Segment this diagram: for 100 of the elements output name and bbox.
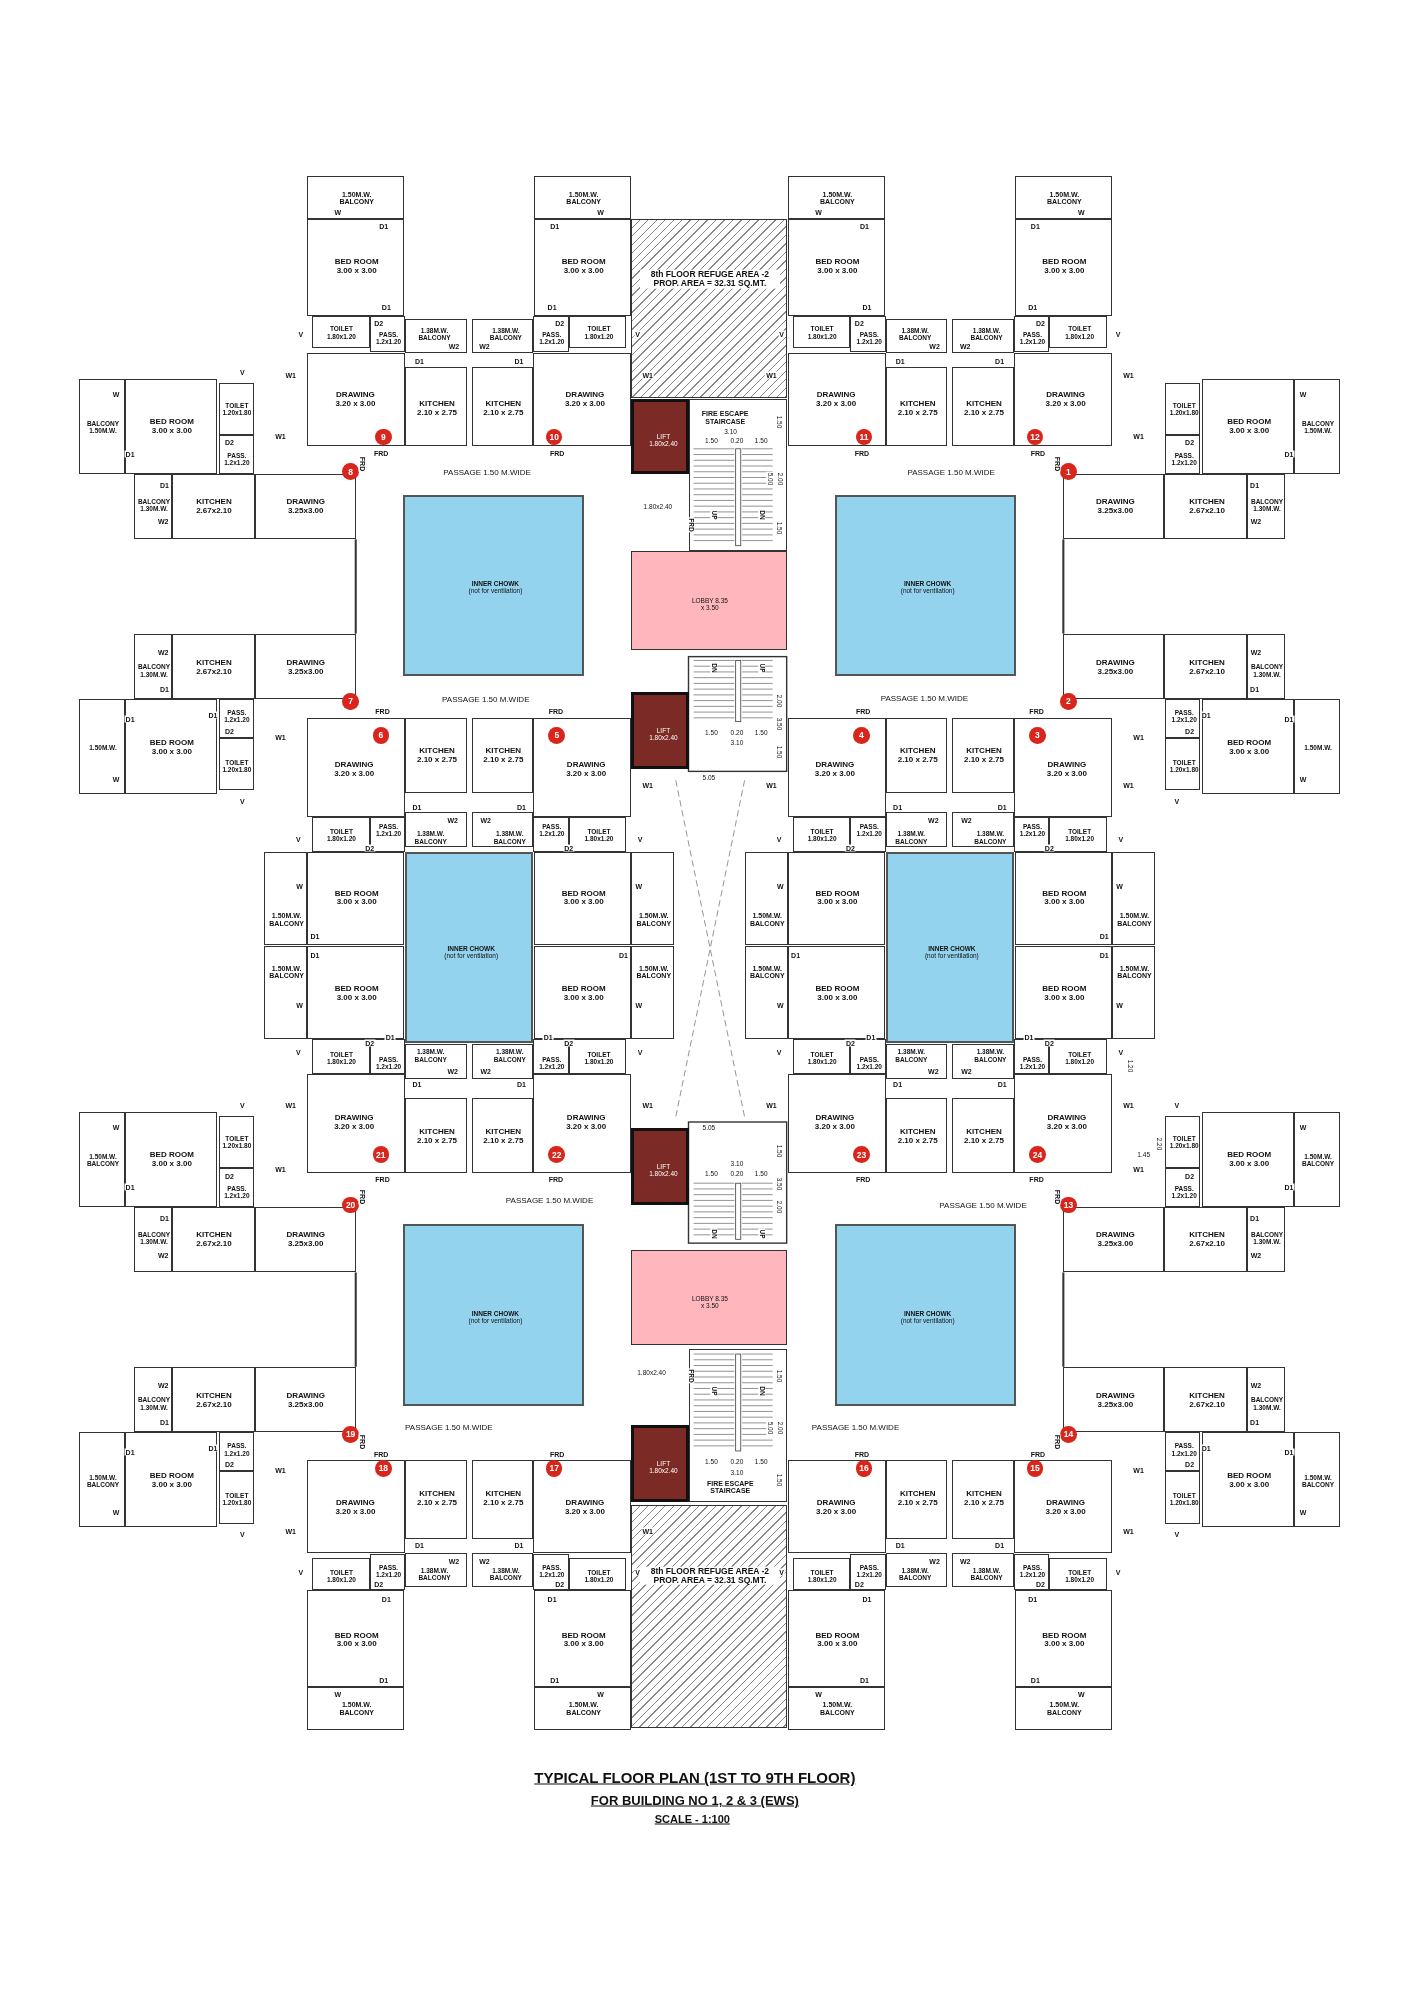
toilet-area <box>312 1558 370 1590</box>
balcony-area <box>1294 1111 1340 1208</box>
drawing-room-area <box>255 1366 356 1432</box>
flat-number-badge: 19 <box>342 1426 359 1443</box>
lobby-area <box>631 1249 787 1346</box>
plan-subtitle: FOR BUILDING NO 1, 2 & 3 (EWS) <box>589 1793 800 1807</box>
room-label: BED ROOM 3.00 x 3.00 <box>560 889 607 908</box>
room-label: KITCHEN 2.67x2.10 <box>195 659 233 677</box>
balcony-area <box>952 1044 1014 1079</box>
drawing-room-area <box>532 1073 632 1173</box>
balcony-area <box>471 812 533 847</box>
drawing-room-area <box>255 474 356 540</box>
courtyard-area <box>402 494 584 676</box>
kitchen-area <box>471 1459 533 1539</box>
room-label: KITCHEN 2.10 x 2.75 <box>963 747 1006 765</box>
room-label: KITCHEN 2.67x2.10 <box>195 1392 233 1410</box>
passage-area <box>532 1554 569 1590</box>
passage-area <box>1165 698 1200 739</box>
flat-number-badge: 7 <box>342 692 359 710</box>
kitchen-area <box>1164 633 1247 699</box>
kitchen-area <box>886 367 948 447</box>
bedroom-area <box>787 851 885 945</box>
room-label: KITCHEN 2.10 x 2.75 <box>416 400 459 418</box>
kitchen-area <box>172 474 255 540</box>
passage-area <box>1165 1431 1200 1472</box>
kitchen-area <box>172 633 255 699</box>
balcony-area <box>631 851 675 945</box>
balcony-area <box>787 1686 885 1731</box>
room-label: BED ROOM 3.00 x 3.00 <box>148 418 195 436</box>
passage-area <box>369 1554 406 1590</box>
balcony-area <box>952 1552 1014 1588</box>
bedroom-area <box>787 1589 885 1687</box>
balcony-area <box>886 812 948 847</box>
drawing-room-area <box>307 717 406 818</box>
toilet-area <box>219 1471 254 1524</box>
balcony-area <box>133 633 173 699</box>
room-label: DRAWING 3.20 x 3.00 <box>1045 1114 1088 1132</box>
passage-area <box>219 1167 254 1208</box>
balcony-area <box>405 1552 467 1588</box>
kitchen-area <box>952 1097 1014 1173</box>
passage-label: PASSAGE 1.50 M.WIDE <box>504 1197 595 1206</box>
toilet-area <box>219 1115 254 1168</box>
balcony-area <box>1111 851 1156 945</box>
bedroom-area <box>307 851 405 945</box>
balcony-area <box>405 812 467 847</box>
room-label: KITCHEN 2.67x2.10 <box>195 498 233 516</box>
toilet-area <box>568 316 626 349</box>
balcony-area <box>1294 698 1340 795</box>
room-label: KITCHEN 2.10 x 2.75 <box>896 1490 939 1508</box>
room-label: BED ROOM 3.00 x 3.00 <box>1226 418 1273 436</box>
room-label: DRAWING 3.20 x 3.00 <box>815 1499 858 1517</box>
courtyard-area <box>405 851 533 1043</box>
room-label: DRAWING 3.25x3.00 <box>285 498 327 516</box>
passage-area <box>219 434 254 475</box>
room-label: BED ROOM 3.00 x 3.00 <box>148 1472 195 1491</box>
room-label: KITCHEN 2.10 x 2.75 <box>416 747 459 765</box>
toilet-area <box>568 1558 626 1590</box>
balcony-area <box>534 175 632 220</box>
room-label: KITCHEN 2.67x2.10 <box>195 1231 233 1250</box>
room-label: BED ROOM 3.00 x 3.00 <box>1041 258 1088 277</box>
balcony-area <box>744 851 788 945</box>
bedroom-area <box>307 219 405 317</box>
flat-number-badge: 20 <box>342 1196 359 1214</box>
room-label: BED ROOM 3.00 x 3.00 <box>333 1631 380 1650</box>
room-label: KITCHEN 2.10 x 2.75 <box>963 1128 1006 1146</box>
kitchen-area <box>952 1459 1014 1539</box>
flat-number-badge: 23 <box>853 1146 870 1163</box>
toilet-area <box>1165 738 1200 791</box>
room-label: DRAWING 3.20 x 3.00 <box>565 761 608 779</box>
kitchen-area <box>405 717 467 794</box>
room-label: DRAWING 3.20 x 3.00 <box>813 761 856 779</box>
balcony-area <box>787 175 885 220</box>
room-label: KITCHEN 2.10 x 2.75 <box>482 747 525 765</box>
courtyard-area <box>835 494 1017 676</box>
balcony-area <box>307 1686 405 1731</box>
drawing-room-area <box>532 717 632 818</box>
room-label: KITCHEN 2.67x2.10 <box>1188 1231 1226 1250</box>
balcony-area <box>79 378 125 475</box>
room-label: DRAWING 3.25x3.00 <box>1095 498 1136 516</box>
room-label: BED ROOM 3.00 x 3.00 <box>814 985 861 1003</box>
toilet-area <box>219 738 254 791</box>
balcony-area <box>534 1686 632 1731</box>
drawing-room-area <box>787 1073 887 1173</box>
passage-area <box>1165 434 1200 475</box>
room-label: BED ROOM 3.00 x 3.00 <box>333 258 380 277</box>
kitchen-area <box>471 717 533 794</box>
room-label: BED ROOM 3.00 x 3.00 <box>148 739 195 757</box>
flat-number-badge: 14 <box>1060 1426 1077 1443</box>
balcony-area <box>1246 474 1286 540</box>
balcony-area <box>886 1552 948 1588</box>
kitchen-area <box>886 1097 948 1173</box>
bedroom-area <box>1202 1431 1295 1528</box>
scale-note: SCALE - 1:100 <box>653 1813 731 1825</box>
kitchen-area <box>405 1459 467 1539</box>
flat-number-badge: 24 <box>1029 1146 1046 1163</box>
room-label: DRAWING 3.25x3.00 <box>1095 1392 1136 1410</box>
bedroom-area <box>1014 946 1112 1040</box>
room-label: KITCHEN 2.67x2.10 <box>1188 1392 1226 1410</box>
staircase-area <box>688 1348 787 1502</box>
staircase-area <box>688 399 787 551</box>
